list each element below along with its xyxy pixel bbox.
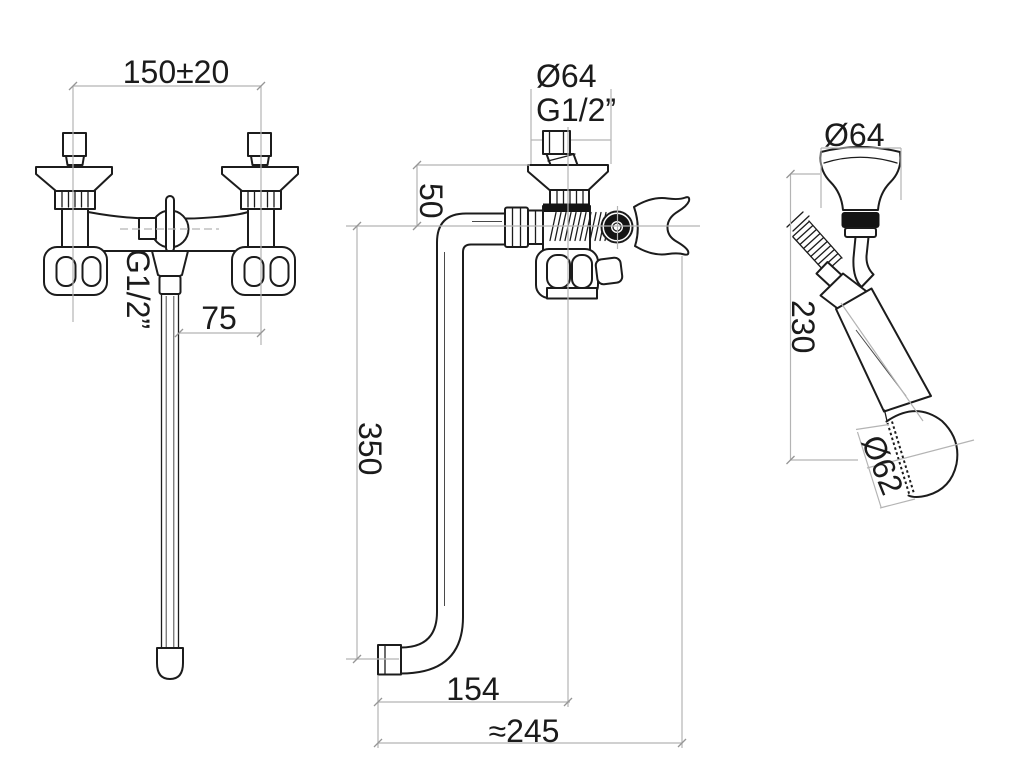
handle-side-knob (594, 256, 624, 286)
right-valve-handle (231, 246, 296, 296)
dim-axis-to-valve: 75 (201, 300, 237, 336)
hose-cone (151, 250, 189, 279)
tub-spout (377, 206, 544, 676)
hose-break-marks (786, 211, 810, 232)
right-escutcheon (221, 166, 299, 192)
shower-stem (852, 236, 875, 288)
top-connector-neck (545, 153, 579, 166)
right-cap (247, 132, 272, 157)
spray-face (886, 421, 915, 496)
dim-mount-spacing: 150±20 (123, 54, 230, 90)
left-valve-handle (43, 246, 108, 296)
dim-overall-reach: ≈245 (489, 713, 560, 749)
right-cap-neck (250, 155, 270, 166)
dim-handset-length: 230 (785, 300, 821, 353)
shower-hose (156, 293, 184, 680)
dim-cup-diameter: Ø64 (824, 117, 884, 153)
cup-collar (844, 227, 877, 238)
right-valve-assembly (221, 132, 299, 253)
cup-dark-band (841, 212, 880, 228)
handle-base-plate (546, 287, 598, 300)
left-cap (62, 132, 87, 157)
dimension-lines (72, 85, 975, 748)
left-cap-neck (65, 155, 85, 166)
spout-outlet (377, 644, 402, 676)
spout-hex-nut (504, 206, 529, 248)
dim-spout-drop: 350 (352, 422, 388, 475)
side-valve-handle (535, 248, 624, 300)
top-connector-nut (542, 130, 571, 155)
dimension-ticks (68, 81, 795, 748)
front-view (35, 132, 299, 680)
left-escutcheon (35, 166, 113, 192)
hand-shower-view (786, 146, 959, 498)
diverter-pin (165, 195, 175, 253)
wall-cup (819, 146, 902, 211)
dim-inlet-thread-front: G1/2” (120, 249, 156, 329)
dim-flange-to-spout-axis: 50 (413, 183, 449, 219)
hand-shower-handle (835, 287, 932, 413)
dim-connection-diameter: Ø64 (536, 58, 596, 94)
hose-end-cap (156, 647, 184, 680)
body-dark-band (543, 203, 590, 212)
shower-hose-spring (786, 211, 843, 274)
dim-connection-thread: G1/2” (536, 92, 616, 128)
dim-spout-reach: 154 (446, 671, 499, 707)
hose-collar (158, 275, 182, 295)
left-valve-assembly (35, 132, 113, 253)
left-riser-tube (61, 208, 89, 253)
